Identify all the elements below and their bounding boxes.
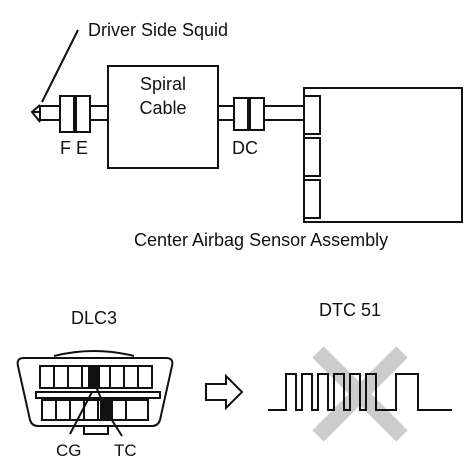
spiral-label-line1: Spiral [140, 74, 186, 94]
dtc-label: DTC 51 [319, 300, 381, 320]
squid-label: Driver Side Squid [88, 20, 228, 40]
tc-label: TC [114, 441, 137, 460]
dc-connector [218, 97, 304, 131]
dc-label: DC [232, 138, 258, 158]
cg-label: CG [56, 441, 82, 460]
cg-leader-line [69, 391, 93, 435]
spiral-label-line2: Cable [139, 98, 186, 118]
dlc3-label: DLC3 [71, 308, 117, 328]
fe-label: F E [60, 138, 88, 158]
jumper-wire [93, 381, 107, 411]
dlc3-connector [16, 350, 174, 435]
tc-leader-line [107, 413, 123, 437]
squid-connector [30, 104, 61, 123]
dlc3-bottom-pins [41, 399, 149, 421]
fe-connector [59, 95, 108, 133]
dlc3-top-pins [39, 365, 153, 389]
sensor-assembly [303, 87, 463, 223]
right-outline-arrow-icon [205, 373, 244, 411]
squid-leader-line [41, 29, 79, 103]
dtc-waveform [268, 373, 452, 411]
sensor-label: Center Airbag Sensor Assembly [134, 230, 388, 250]
spiral-cable-box [107, 65, 219, 169]
